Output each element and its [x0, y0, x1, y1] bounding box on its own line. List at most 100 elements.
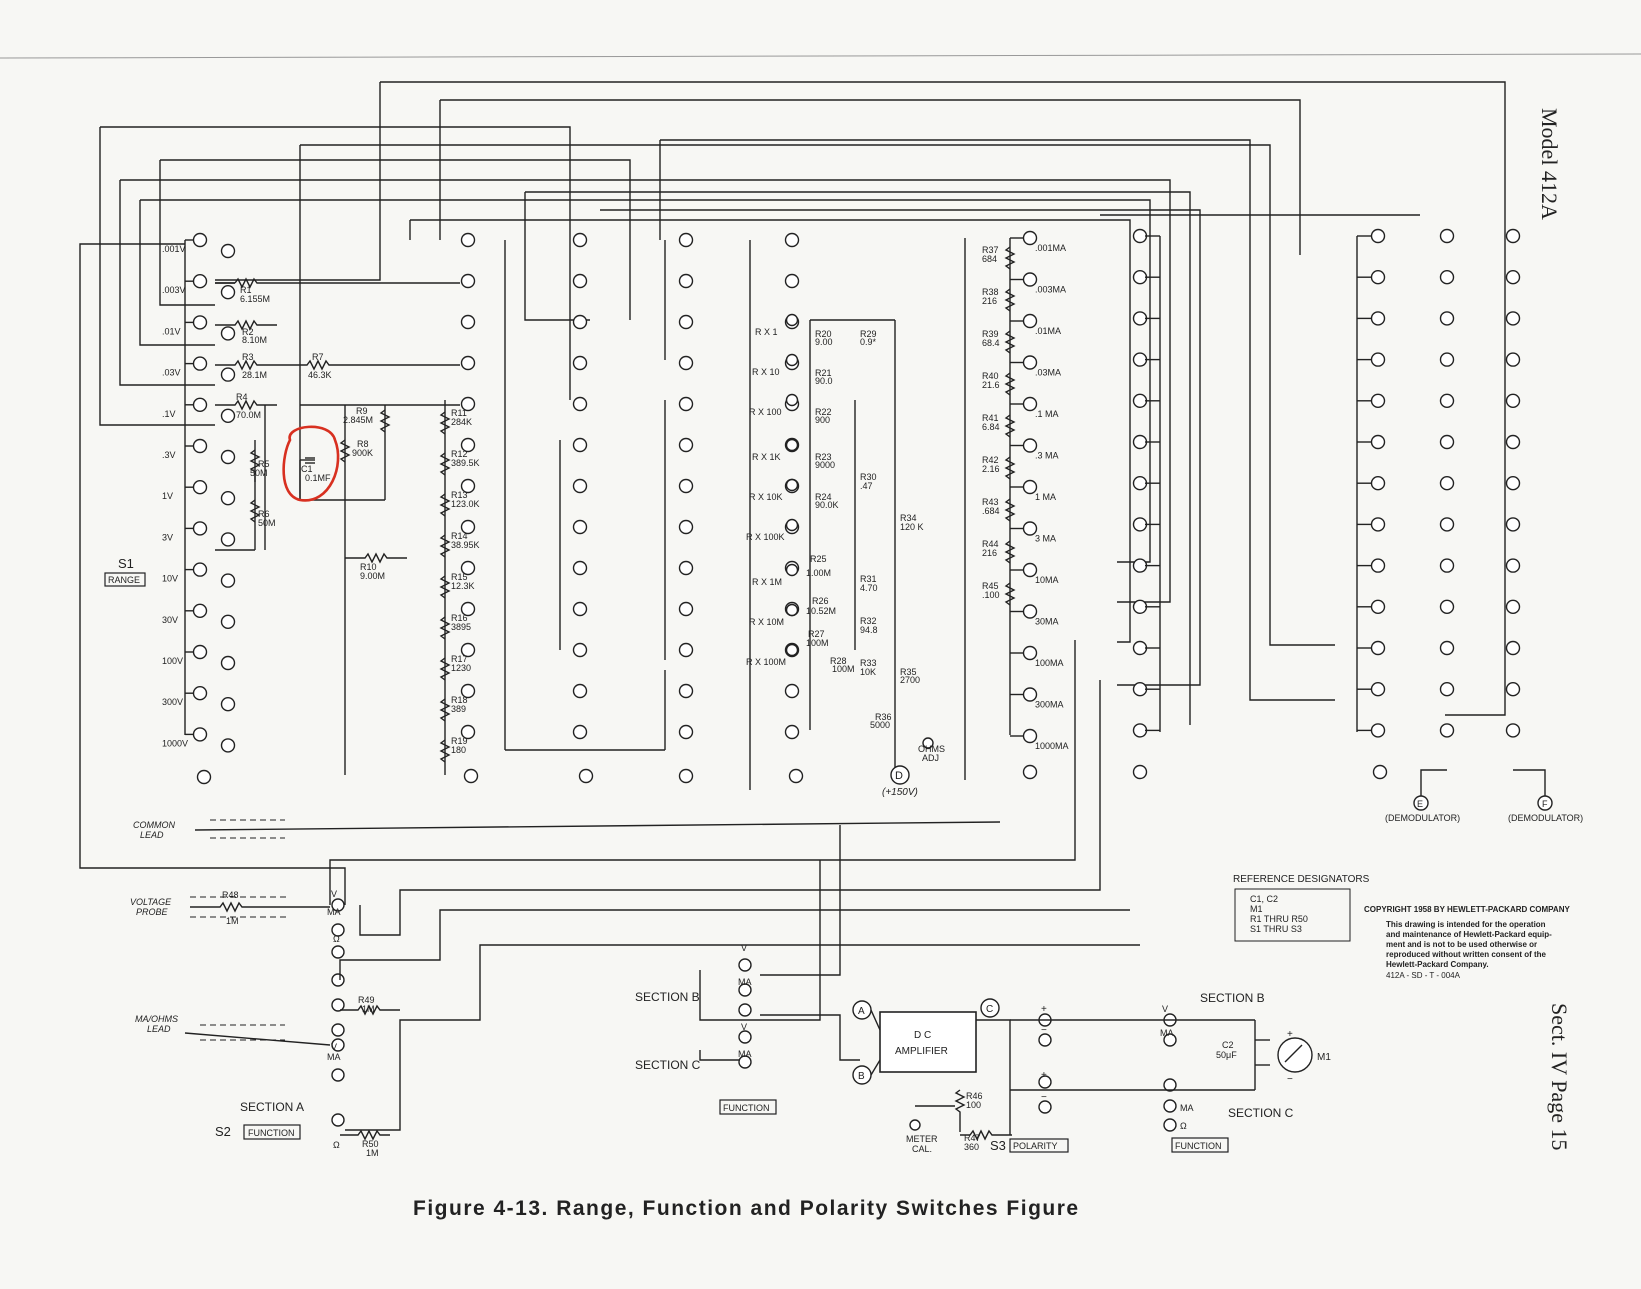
range-contact-end	[196, 769, 212, 785]
range-res-value-1: 8.10M	[242, 335, 267, 345]
ma-contact-end	[1022, 764, 1038, 780]
ohms-res-value-15: 2700	[900, 675, 920, 685]
page-fold-line	[0, 53, 1641, 59]
bus-wiring	[79, 81, 1506, 905]
meter-cal-line1: METER	[906, 1134, 938, 1144]
deck7-contact-3	[1370, 352, 1386, 367]
ohms-res-value-4: 90.0K	[815, 500, 839, 510]
shunt-ref-5: R42	[982, 455, 999, 465]
ohms-range-contact-4	[785, 478, 799, 492]
ohms-res-value-16: 5000	[870, 720, 890, 730]
deck6-contact-1	[1132, 270, 1148, 285]
ohms-range-label-8: R X 100M	[746, 657, 786, 667]
ohms-range-label-7: R X 10M	[749, 617, 784, 627]
shunt-value-7: 216	[982, 548, 997, 558]
ohms-range-contact-2	[785, 393, 799, 407]
range-contact-b-11	[220, 697, 236, 712]
deck6-contact-7	[1132, 517, 1148, 532]
s2-contact-label-5: Ω	[333, 1140, 340, 1150]
divider-ref-3: R14	[451, 531, 468, 541]
deck3-contact-4	[678, 396, 694, 412]
shunt-value-3: 21.6	[982, 380, 1000, 390]
divider-value-1: 389.5K	[451, 458, 480, 468]
s2-contact-1	[331, 923, 345, 937]
deck7-contact-8	[1370, 558, 1386, 573]
deck8-contact-0	[1439, 228, 1455, 244]
range-res-value-2: 28.1M	[242, 370, 267, 380]
ma-range-label-6: 1 MA	[1035, 492, 1056, 502]
ohms-res-value-8: 100M	[832, 664, 855, 674]
range-contact-b-3	[220, 367, 236, 382]
r49-value: 1M	[362, 1004, 375, 1014]
deck8-contact-9	[1439, 599, 1455, 614]
divider-value-0: 284K	[451, 417, 472, 427]
s2-contact-label-1: MA	[327, 907, 341, 917]
ohms-res-ref-7: R27	[808, 629, 825, 639]
range-res-value-4: 50M	[250, 468, 268, 478]
ohms-range-label-1: R X 10	[752, 367, 780, 377]
deck8-contact-6	[1439, 476, 1455, 491]
range-position-label-10: 100V	[162, 656, 183, 666]
range-contact-9	[192, 603, 208, 618]
deck2-contact-6	[572, 478, 588, 494]
deck8-contact-10	[1439, 640, 1455, 656]
deck3-contact-9	[678, 601, 694, 617]
ohms-range-contact-7	[785, 603, 799, 617]
common-lead-label2: LEAD	[140, 830, 164, 840]
deck2-contact-5	[572, 437, 588, 453]
ma-ohms-lead-label1: MA/OHMS	[135, 1014, 178, 1024]
shunt-ref-0: R37	[982, 245, 999, 255]
range-contact-2	[192, 315, 208, 330]
range-position-label-2: .01V	[162, 326, 181, 336]
shunt-value-2: 68.4	[982, 338, 1000, 348]
ma-contact-8	[1022, 562, 1038, 578]
deck9-contact-3	[1505, 352, 1521, 367]
ohms-range-label-4: R X 10K	[749, 492, 783, 502]
sec-label-v: V	[741, 943, 747, 953]
sec-label-ma2: MA	[738, 1049, 752, 1059]
ma-range-label-5: .3 MA	[1035, 451, 1059, 461]
pol-plus-2: +	[1041, 1070, 1047, 1081]
s2-contact-8	[331, 1113, 345, 1127]
deck8-contact-5	[1439, 434, 1455, 450]
ohms-range-label-6: R X 1M	[752, 577, 782, 587]
out-label-ohm: Ω	[1180, 1121, 1187, 1131]
figure-caption: Figure 4-13. Range, Function and Polarit…	[413, 1197, 1080, 1220]
function-box-right: FUNCTION	[1175, 1141, 1222, 1151]
shunt-ref-6: R43	[982, 497, 999, 507]
shunt-value-8: .100	[982, 590, 1000, 600]
deck7-contact-11	[1370, 682, 1386, 697]
s2-contact-3	[331, 973, 345, 987]
range-position-label-6: 1V	[162, 491, 173, 501]
deck2-contact-3	[572, 355, 588, 371]
deck8-contact-8	[1439, 558, 1455, 573]
terminal-d-letter: D	[895, 770, 903, 782]
deck6-contact-4	[1132, 393, 1148, 408]
s2-contact-4	[331, 998, 345, 1012]
divider-value-8: 180	[451, 745, 466, 755]
deck6-contact-0	[1132, 228, 1148, 244]
terminal-d-voltage: (+150V)	[882, 787, 918, 798]
s2-contact-7	[331, 1068, 345, 1082]
deck3-contact-7	[678, 519, 694, 535]
deck2-contact-end	[578, 768, 594, 784]
ohms-res-value-0: 9.00	[815, 337, 833, 347]
s3-designator: S3	[990, 1138, 1006, 1153]
deck2-contact-4	[572, 396, 588, 412]
range-position-label-9: 30V	[162, 615, 178, 625]
range-contact-b-1	[220, 285, 236, 300]
ma-contact-0	[1022, 230, 1038, 246]
shunt-ref-4: R41	[982, 413, 999, 423]
out-contact-1	[1163, 1033, 1177, 1047]
copyright-line1: COPYRIGHT 1958 BY HEWLETT-PACKARD COMPAN…	[1364, 905, 1570, 914]
deck8-contact-7	[1439, 517, 1455, 532]
range-switch-name: RANGE	[108, 575, 140, 585]
divider-contact-8	[460, 560, 476, 576]
ma-contact-12	[1022, 728, 1038, 744]
deck9-contact-0	[1505, 228, 1521, 244]
ma-ohms-lead-label2: LEAD	[147, 1024, 171, 1034]
deck6-contact-8	[1132, 558, 1148, 573]
section-b-left: SECTION B	[635, 990, 700, 1004]
deck6-contact-5	[1132, 434, 1148, 450]
ohms-res-value-14: 120 K	[900, 522, 924, 532]
